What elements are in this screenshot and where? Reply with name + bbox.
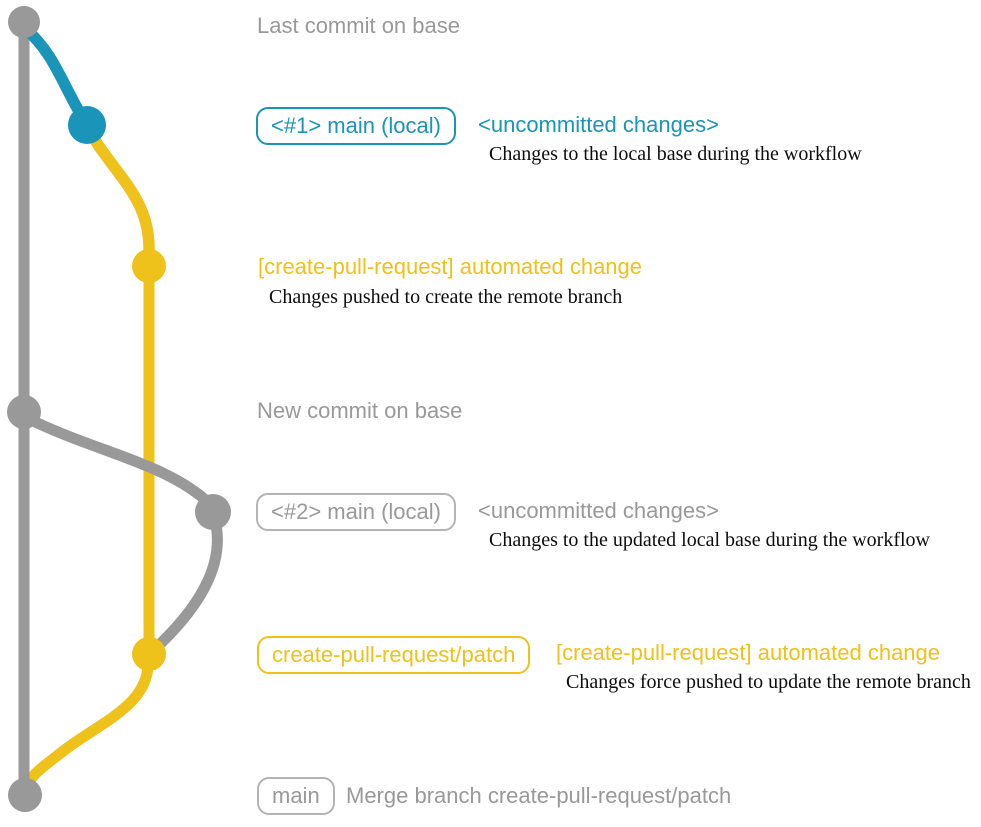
commit-node-last-base <box>8 6 40 38</box>
last-commit-label: Last commit on base <box>257 13 460 38</box>
merge-commit-label: Merge branch create-pull-request/patch <box>346 783 732 808</box>
description-push-create-branch: Changes pushed to create the remote bran… <box>269 286 623 308</box>
uncommitted-changes-title-2: <uncommitted changes> <box>478 498 719 523</box>
branch-badge-main: main <box>257 777 335 815</box>
merge-branch-curve <box>20 653 154 797</box>
new-commit-label: New commit on base <box>257 398 463 423</box>
main-local-branch-curve-2a <box>21 412 217 511</box>
branch-badge-patch: create-pull-request/patch <box>257 636 531 674</box>
commit-node-automated-change-1 <box>132 249 166 283</box>
description-force-push-update-branch: Changes force pushed to update the remot… <box>566 671 971 693</box>
main-local-branch-curve-1 <box>19 22 91 128</box>
commit-node-merge <box>8 778 42 812</box>
uncommitted-changes-title-1: <uncommitted changes> <box>478 112 719 137</box>
main-local-branch-curve-2b <box>151 514 223 653</box>
commit-node-main-local-1 <box>68 106 106 144</box>
patch-branch-curve-1 <box>83 124 155 268</box>
branch-badge-main-local-2: <#2> main (local) <box>256 493 456 531</box>
branch-badge-main-local-1: <#1> main (local) <box>256 107 456 145</box>
commit-node-new-base <box>7 395 41 429</box>
commit-node-automated-change-2 <box>132 637 166 671</box>
automated-change-title-2: [create-pull-request] automated change <box>556 640 941 665</box>
commit-node-main-local-2 <box>195 494 231 530</box>
description-local-base-changes-1: Changes to the local base during the wor… <box>489 143 862 165</box>
description-local-base-changes-2: Changes to the updated local base during… <box>489 529 930 551</box>
automated-change-title-1: [create-pull-request] automated change <box>258 254 643 279</box>
